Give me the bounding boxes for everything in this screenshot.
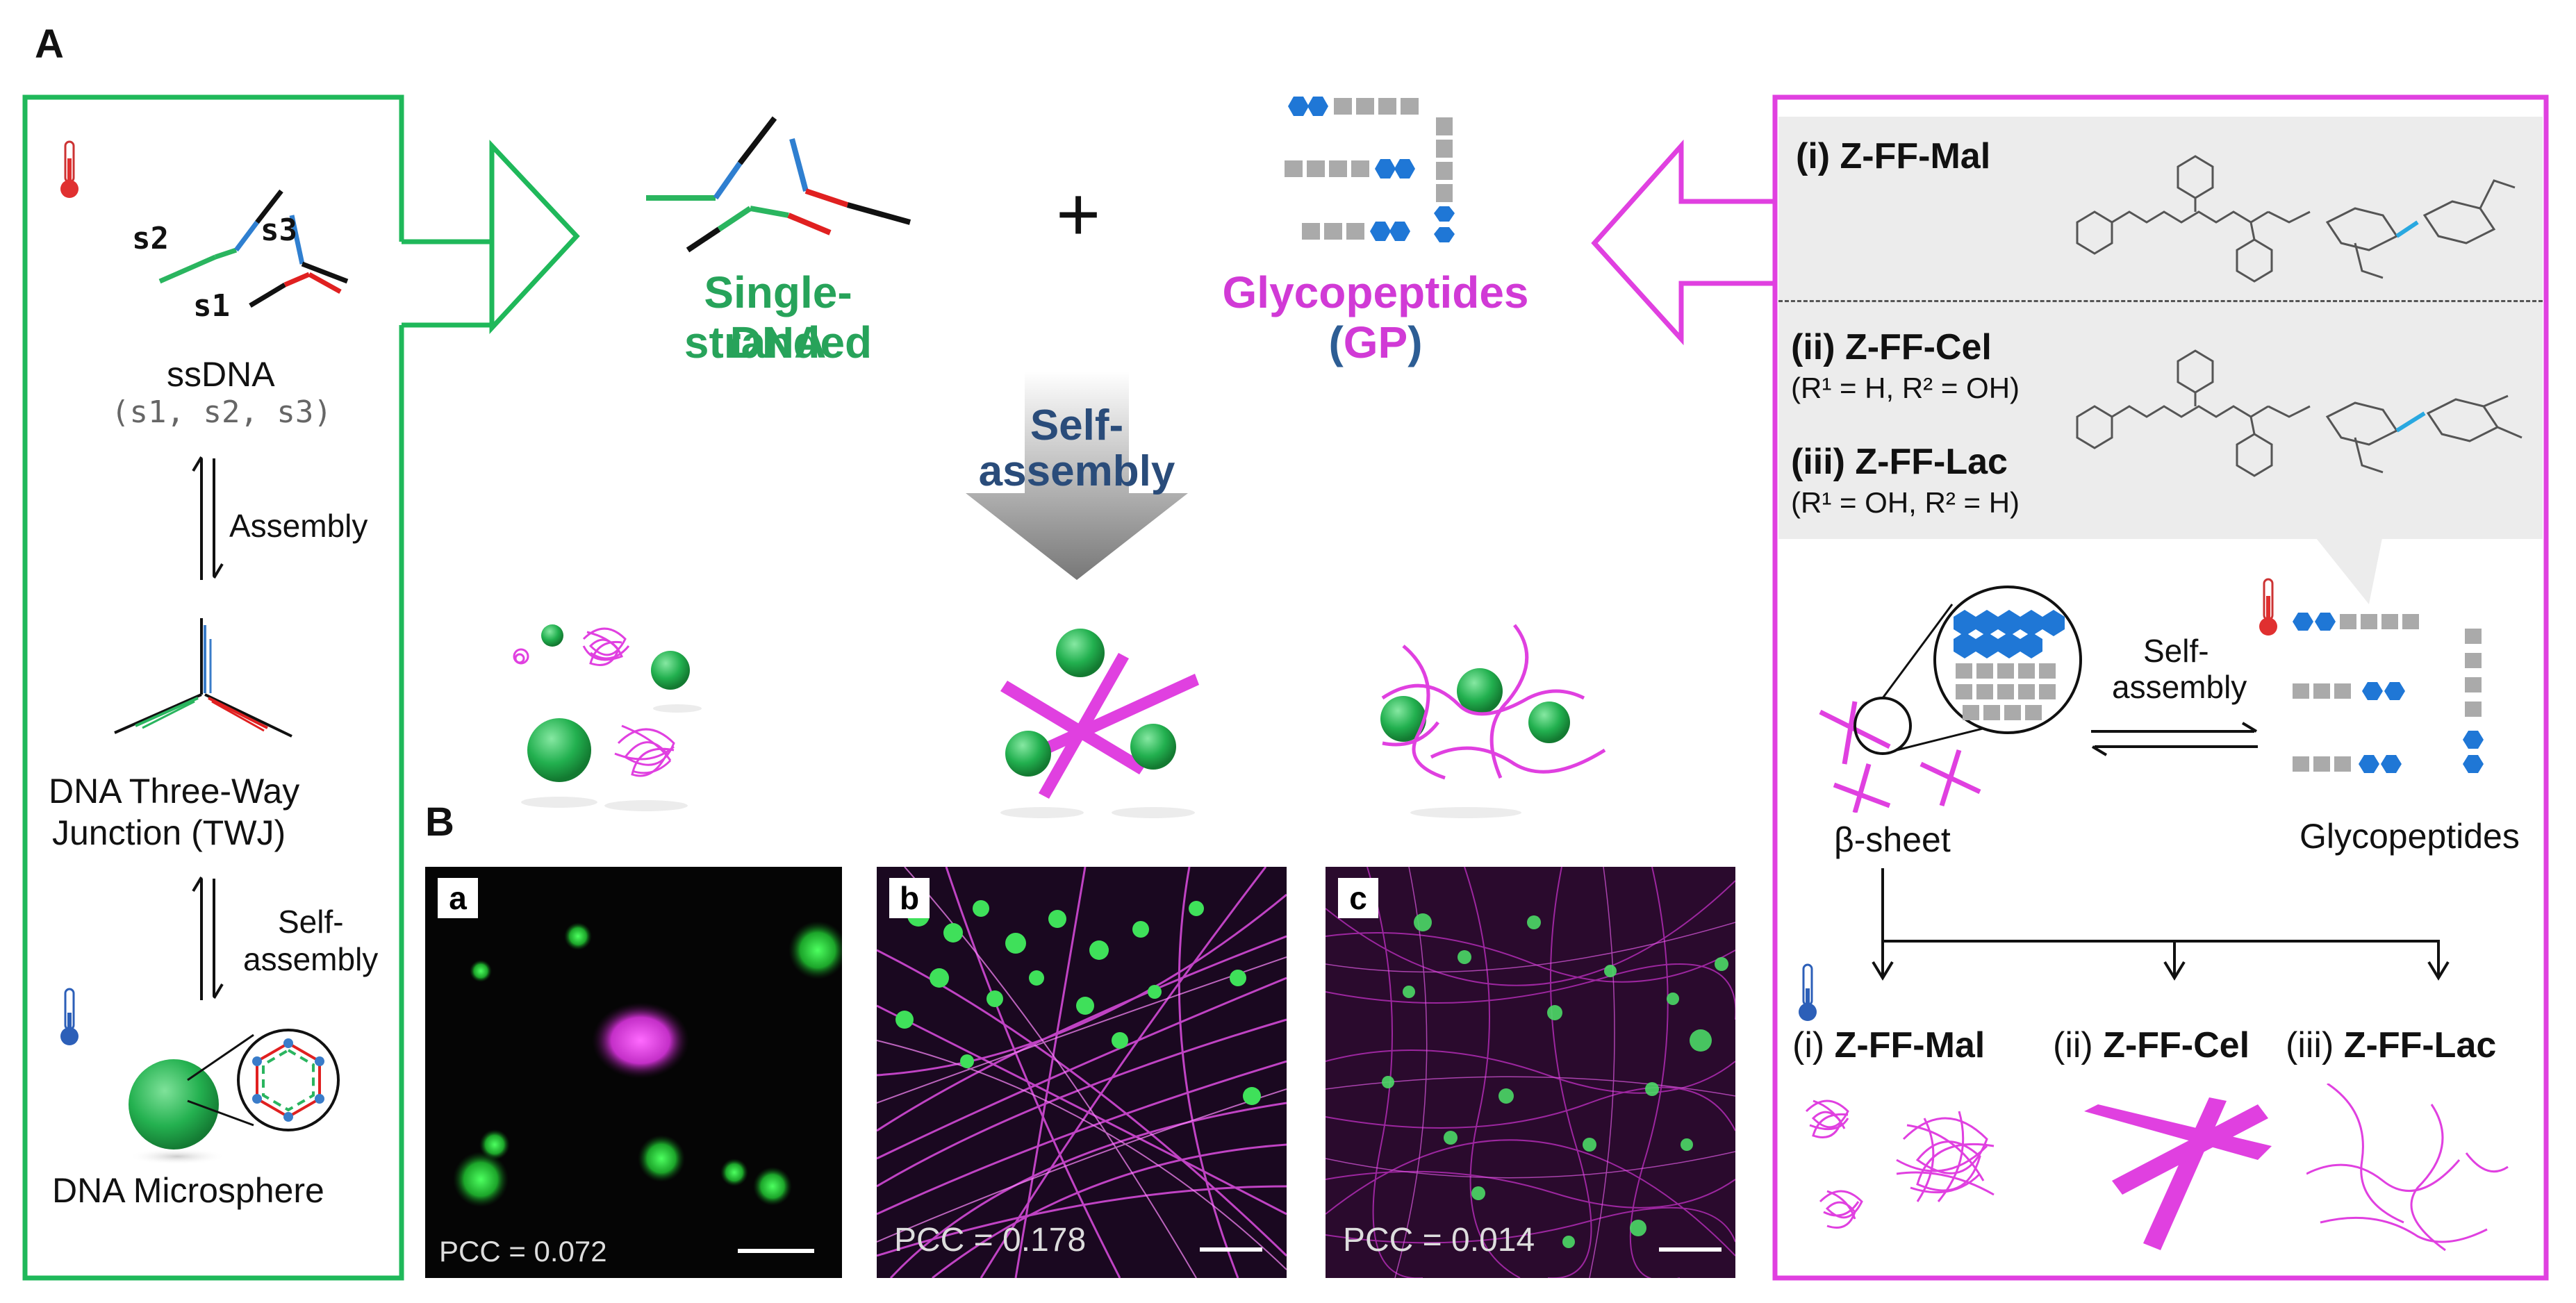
ssdna-center-title-line1: Single-stranded <box>684 267 873 367</box>
chem-structure-z-ff-cel-lac <box>2076 349 2523 477</box>
ssdna-center-title-line2: DNA <box>729 317 827 367</box>
microsphere-label: DNA Microsphere <box>52 1171 324 1210</box>
plus-sign: + <box>1056 172 1101 257</box>
result-illustration-lac <box>1380 624 1606 818</box>
thermometer-cold-icon <box>60 988 79 1045</box>
twj-label-line1: DNA Three-Way <box>49 772 300 811</box>
gp-chain-2 <box>1285 159 1415 179</box>
micrograph-b-pcc: PCC = 0.178 <box>894 1222 1087 1259</box>
micrograph-a-pcc: PCC = 0.072 <box>439 1235 607 1268</box>
glycopeptides-right-label: Glycopeptides <box>2300 817 2520 856</box>
strand-label-s3: s3 <box>261 213 297 248</box>
ssdna-strands-diagram <box>158 189 349 308</box>
strand-label-s1: s1 <box>193 288 230 324</box>
label-z-ff-mal: (i) Z-FF-Mal <box>1796 136 1991 176</box>
gp-abbr-line: (GP) <box>1181 317 1570 367</box>
gp-chain-1 <box>1288 97 1419 116</box>
right-self-label-line2: assembly <box>2112 669 2247 705</box>
beta-sheet-diagram <box>1819 586 2082 813</box>
gp-abbr: GP <box>1343 317 1408 367</box>
strand-label-s2: s2 <box>132 221 169 256</box>
twj-label-line2: Junction (TWJ) <box>52 813 286 852</box>
scale-bar-c <box>1659 1247 1722 1252</box>
left-self-label-line2: assembly <box>243 941 379 977</box>
gp-open-paren: ( <box>1328 317 1344 367</box>
outcome-illustration-lac <box>2306 1084 2509 1252</box>
thermometer-hot-right-icon <box>2259 578 2277 636</box>
ssdna-title: ssDNA <box>167 355 275 394</box>
label-z-ff-lac: (iii) Z-FF-Lac <box>1791 442 2008 482</box>
outcome-cel-name: Z-FF-Cel <box>2103 1025 2250 1065</box>
outcome-mal-name: Z-FF-Mal <box>1834 1025 1985 1065</box>
outcome-cel-prefix: (ii) <box>2053 1025 2104 1065</box>
equilibrium-arrow-right <box>2091 722 2258 756</box>
beta-sheet-label: β-sheet <box>1834 820 1951 859</box>
gp-chain-4 <box>1434 117 1455 242</box>
result-illustration-cel <box>1000 629 1199 818</box>
label-z-ff-lac-sub: (R¹ = OH, R² = H) <box>1791 486 2020 519</box>
outcome-lac-name: Z-FF-Lac <box>2343 1025 2497 1065</box>
assembly-label: Assembly <box>229 508 368 544</box>
right-self-label-line1: Self- <box>2143 633 2209 669</box>
glycopeptides-title: Glycopeptides <box>1222 267 1529 317</box>
label-z-ff-cel-sub: (R¹ = H, R² = OH) <box>1791 372 2020 404</box>
center-self-assembly-line2: assembly <box>978 447 1175 495</box>
micrograph-c-letter: c <box>1338 878 1378 918</box>
structures-box-pointer <box>2313 535 2383 604</box>
scale-bar-b <box>1200 1247 1262 1252</box>
micrograph-a: a PCC = 0.072 <box>425 867 842 1278</box>
glycopeptide-right-diagram <box>2293 613 2484 773</box>
left-self-label-line1: Self- <box>278 904 344 940</box>
self-assembly-down-arrow <box>966 372 1188 580</box>
micrograph-a-letter: a <box>438 878 478 918</box>
thermometer-cold-right-icon <box>1799 963 1817 1021</box>
outcome-label-cel: (ii) Z-FF-Cel <box>2053 1024 2249 1066</box>
ssdna-center-diagram <box>646 116 911 253</box>
structures-box <box>1778 117 2543 539</box>
branching-arrows <box>1872 868 2450 981</box>
micrograph-b-letter: b <box>889 878 930 918</box>
outcome-label-mal: (i) Z-FF-Mal <box>1792 1024 1985 1066</box>
twj-diagram <box>114 618 292 738</box>
dna-microsphere-diagram <box>129 1029 340 1165</box>
outcome-illustration-cel <box>2084 1097 2272 1250</box>
gp-close-paren: ) <box>1407 317 1423 367</box>
equilibrium-arrow-assembly <box>192 456 224 580</box>
gp-chain-3 <box>1302 222 1410 241</box>
outcome-mal-prefix: (i) <box>1792 1025 1835 1065</box>
scale-bar-a <box>738 1249 814 1253</box>
micrograph-b: b PCC = 0.178 <box>877 867 1287 1278</box>
chem-structure-z-ff-mal <box>2076 155 2516 283</box>
result-illustration-mal <box>513 624 702 811</box>
panel-a-letter: A <box>35 22 64 67</box>
structures-divider <box>1778 300 2543 302</box>
micrograph-c-pcc: PCC = 0.014 <box>1343 1222 1535 1259</box>
panel-b-letter: B <box>425 799 454 845</box>
thermometer-hot-icon <box>60 140 79 198</box>
micrograph-c: c PCC = 0.014 <box>1326 867 1735 1278</box>
outcome-label-lac: (iii) Z-FF-Lac <box>2286 1024 2496 1066</box>
center-self-assembly-line1: Self- <box>1030 401 1124 449</box>
outcome-lac-prefix: (iii) <box>2286 1025 2344 1065</box>
equilibrium-arrow-self-assembly <box>192 876 224 1000</box>
ssdna-subtitle: (s1, s2, s3) <box>111 395 332 430</box>
label-z-ff-cel: (ii) Z-FF-Cel <box>1791 327 1992 367</box>
outcome-illustration-mal <box>1805 1099 1995 1229</box>
